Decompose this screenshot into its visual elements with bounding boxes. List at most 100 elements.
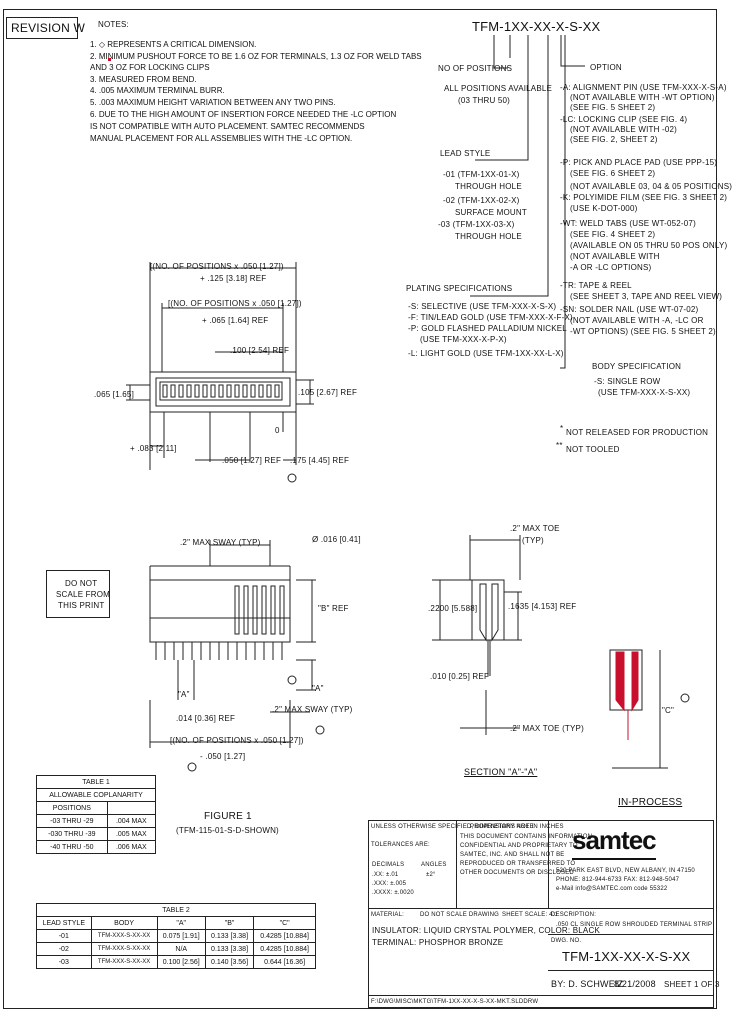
dim-ref-100: .100 [2.54] REF [230,346,290,355]
option-title: OPTION [590,63,622,72]
front-pin [178,384,184,398]
tb-dwg-label: DWG. NO. [551,938,582,944]
dim-ref-083: + .083 [2.11] [130,444,177,453]
dim-ref-050-3: - .050 [1.27] [200,752,246,761]
option-item: (SEE FIG. 6 SHEET 2) [570,169,656,178]
table-cell: -01 [36,929,92,943]
table-row: -03 TFM-XXX-S-XX-XX 0.100 [2.56] 0.140 [… [36,955,316,969]
tb-proprietary: THIS DOCUMENT CONTAINS INFORMATION [460,834,593,840]
option-item: -P: PICK AND PLACE PAD (USE PPP-15) [560,158,718,167]
lead-style-item: -01 (TFM-1XX-01-X) [443,170,520,179]
tb-address: PHONE: 812-944-6733 FAX: 812-948-5047 [556,877,680,883]
table-cell: .004 MAX [106,814,157,828]
dim-a-left: "A" [178,690,190,699]
table-cell: "B" [204,916,255,930]
revision-box: REVISION W [6,17,85,39]
lead-style-item: -03 (TFM-1XX-03-X) [438,220,515,229]
dim-c: "C" [662,706,675,715]
note-item: IS NOT COMPATIBLE WITH AUTO PLACEMENT. S… [90,122,365,131]
front-pin [258,384,264,398]
dim-zero: 0 [275,426,280,435]
tb-divider [548,934,714,935]
front-pin [218,384,224,398]
note-item: 3. MEASURED FROM BEND. [90,75,197,84]
figure-sub: (TFM-115-01-S-D-SHOWN) [176,826,279,835]
dim-ref-175: .175 [4.45] REF [290,456,350,465]
table-cell: BODY [90,916,158,930]
option-item: -WT OPTIONS) (SEE FIG. 5 SHEET 2) [570,327,716,336]
do-not-scale-line: SCALE FROM [56,590,111,599]
tb-by: BY: D. SCHWEIZ [551,979,624,989]
table-cell: POSITIONS [36,801,108,815]
dim-2200: .2200 [5.588] [428,604,478,613]
plating-title: PLATING SPECIFICATIONS [406,284,513,293]
option-item: -SN: SOLDER NAIL (USE WT-07-02) [560,305,699,314]
body-spec-l1: -S: SINGLE ROW [594,377,661,386]
tb-material: INSULATOR: LIQUID CRYSTAL POLYMER, COLOR… [372,926,600,935]
table-cell: 0.140 [3.56] [204,955,255,969]
dim-ref-014: .014 [0.36] REF [176,714,236,723]
plating-item: (USE TFM-XXX-X-P-X) [420,335,507,344]
double-asterisk-icon: ** [556,441,563,450]
lead-style-item: -02 (TFM-1XX-02-X) [443,196,520,205]
side-contact [261,585,267,635]
side-contact [279,585,285,635]
table-row: -40 THRU -50.006 MAX [36,840,157,854]
tb-sheet: SHEET 1 OF 3 [664,980,720,989]
front-pin [210,384,216,398]
do-not-scale-line: THIS PRINT [58,601,105,610]
dim-a-mid: "A" [312,684,324,693]
tb-divider [548,970,714,971]
body-spec-l2: (USE TFM-XXX-X-S-XX) [598,388,691,397]
table-cell: .005 MAX [106,827,157,841]
option-item: (USE K-DOT-000) [570,204,638,213]
table-row: -03 THRU -29.004 MAX [36,814,157,828]
table-cell: 0.133 [3.38] [204,929,255,943]
tb-sheet-scale: SHEET SCALE: 4:1 [502,912,559,918]
table-cell: -030 THRU -39 [36,827,108,841]
front-pin [194,384,200,398]
option-item: (NOT AVAILABLE 03, 04 & 05 POSITIONS) [570,182,732,191]
table-cell: LEAD STYLE [36,916,92,930]
dim-b-ref: "B" REF [318,604,349,613]
table-row: -01 TFM-XXX-S-XX-XX 0.075 [1.91] 0.133 [… [36,929,316,943]
side-contact [234,585,240,635]
revision-label: REVISION W [11,21,86,35]
dim-no-pos-top: [(NO. OF POSITIONS x .050 [1.27]) [150,262,284,271]
tb-decimal: DECIMALS [372,862,405,868]
do-not-scale-box: DO NOT SCALE FROM THIS PRINT [46,570,110,618]
tb-material-label: MATERIAL: [371,912,405,918]
tb-tol: .XXXX: ±.0020 [372,890,414,896]
lead-style-item: THROUGH HOLE [455,232,522,241]
part-code: TFM-1XX-XX-X-S-XX [472,19,601,34]
tb-divider [548,820,549,908]
table-2-title: TABLE 2 [36,903,316,917]
table-cell [106,801,157,815]
table-cell: 0.133 [3.38] [204,942,255,956]
table-cell: 0.075 [1.91] [156,929,206,943]
table-cell: -40 THRU -50 [36,840,108,854]
title-block [368,820,714,1008]
lead-style-title: LEAD STYLE [440,149,491,158]
option-item: -A: ALIGNMENT PIN (USE TFM-XXX-X-S-A) [560,83,727,92]
do-not-scale-line: DO NOT [65,579,98,588]
option-item: -TR: TAPE & REEL [560,281,632,290]
notes-label: NOTES: [98,20,129,29]
table-cell: .006 MAX [106,840,157,854]
tb-proprietary-title: PROPRIETARY NOTE [470,824,534,830]
note-item: 5. .003 MAXIMUM HEIGHT VARIATION BETWEEN… [90,98,336,107]
table-cell: 0.644 [16.36] [253,955,316,969]
table-1: TABLE 1 ALLOWABLE COPLANARITY POSITIONS … [36,775,157,854]
plating-item: -P: GOLD FLASHED PALLADIUM NICKEL [408,324,567,333]
table-cell: "A" [156,916,206,930]
in-process-label: IN-PROCESS [618,797,683,808]
table-cell: 0.4285 [10.884] [253,929,316,943]
dim-ref-050-127: .050 [1.27] REF [222,456,282,465]
logo-underline [572,858,656,860]
dim-010: .010 [0.25] REF [430,672,490,681]
note-item: 6. DUE TO THE HIGH AMOUNT OF INSERTION F… [90,110,397,119]
note-item: MANUAL PLACEMENT FOR ALL ASSEMBLIES WITH… [90,134,353,143]
